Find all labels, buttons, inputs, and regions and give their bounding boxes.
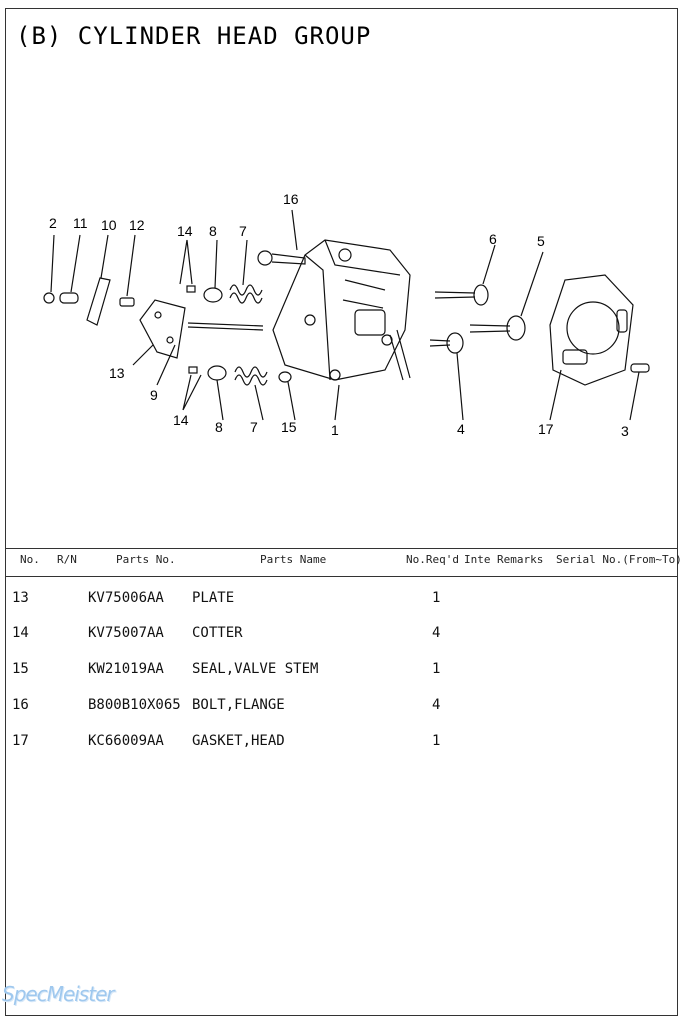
row-no: 16	[12, 697, 29, 713]
page-title: (B) CYLINDER HEAD GROUP	[16, 22, 372, 50]
callout-11: 11	[73, 215, 88, 231]
table-row: 17 KC66009AA GASKET,HEAD 1	[0, 733, 683, 753]
callout-4: 4	[457, 421, 465, 437]
col-header-remarks: Remarks	[497, 553, 544, 566]
row-qty: 1	[432, 733, 441, 749]
flange-bolt-part	[271, 253, 306, 265]
table-top-rule	[5, 548, 678, 549]
callout-14a: 14	[177, 223, 193, 239]
table-row: 16 B800B10X065 BOLT,FLANGE 4	[0, 697, 683, 717]
row-parts-name: SEAL,VALVE STEM	[192, 661, 319, 677]
callout-3: 3	[621, 423, 629, 439]
row-no: 13	[12, 590, 29, 606]
col-header-rn: R/N	[57, 553, 77, 566]
callout-8a: 8	[209, 223, 217, 239]
callout-17: 17	[538, 421, 554, 437]
row-qty: 4	[432, 625, 441, 641]
valve-spring-part	[229, 284, 268, 386]
valve-part	[434, 291, 476, 299]
exploded-diagram: 2 11 10 12 14 8 7 16 6 5 13 9 14 8 7 15 …	[5, 180, 678, 460]
row-parts-name: BOLT,FLANGE	[192, 697, 285, 713]
callout-2: 2	[49, 215, 57, 231]
callout-9: 9	[150, 387, 158, 403]
col-header-qty: No.Req'd	[406, 553, 459, 566]
row-parts-name: GASKET,HEAD	[192, 733, 285, 749]
row-no: 17	[12, 733, 29, 749]
callout-7a: 7	[239, 223, 247, 239]
push-rod-part	[187, 322, 264, 331]
callout-14b: 14	[173, 412, 189, 428]
callout-5: 5	[537, 233, 545, 249]
col-header-inte: Inte	[464, 553, 491, 566]
row-parts-no: KV75006AA	[88, 590, 164, 606]
col-header-serial: Serial No.(From~To)	[556, 553, 682, 566]
col-header-parts-name: Parts Name	[260, 553, 327, 566]
table-row: 13 KV75006AA PLATE 1	[0, 590, 683, 610]
callout-13: 13	[109, 365, 125, 381]
col-header-no: No.	[20, 553, 40, 566]
callout-6: 6	[489, 231, 497, 247]
callout-8b: 8	[215, 419, 223, 435]
row-qty: 1	[432, 590, 441, 606]
table-row: 15 KW21019AA SEAL,VALVE STEM 1	[0, 661, 683, 681]
page-frame	[5, 8, 678, 1016]
row-parts-name: PLATE	[192, 590, 235, 606]
cylinder-head-part	[272, 239, 411, 381]
table-header-rule	[5, 576, 678, 577]
row-qty: 4	[432, 697, 441, 713]
watermark-logo: SpecMeister	[2, 982, 115, 1006]
callout-15: 15	[281, 419, 297, 435]
callout-1: 1	[331, 422, 339, 438]
row-no: 14	[12, 625, 29, 641]
plate-part	[139, 299, 186, 359]
rocker-arm-part	[86, 277, 111, 326]
row-parts-no: KC66009AA	[88, 733, 164, 749]
row-parts-no: KW21019AA	[88, 661, 164, 677]
callout-10: 10	[101, 217, 117, 233]
callout-16: 16	[283, 191, 299, 207]
callout-12: 12	[129, 217, 145, 233]
row-qty: 1	[432, 661, 441, 677]
row-parts-no: B800B10X065	[88, 697, 181, 713]
row-no: 15	[12, 661, 29, 677]
callout-7b: 7	[250, 419, 258, 435]
col-header-parts-no: Parts No.	[116, 553, 176, 566]
table-row: 14 KV75007AA COTTER 4	[0, 625, 683, 645]
row-parts-no: KV75007AA	[88, 625, 164, 641]
row-parts-name: COTTER	[192, 625, 243, 641]
head-gasket-part	[549, 274, 634, 386]
